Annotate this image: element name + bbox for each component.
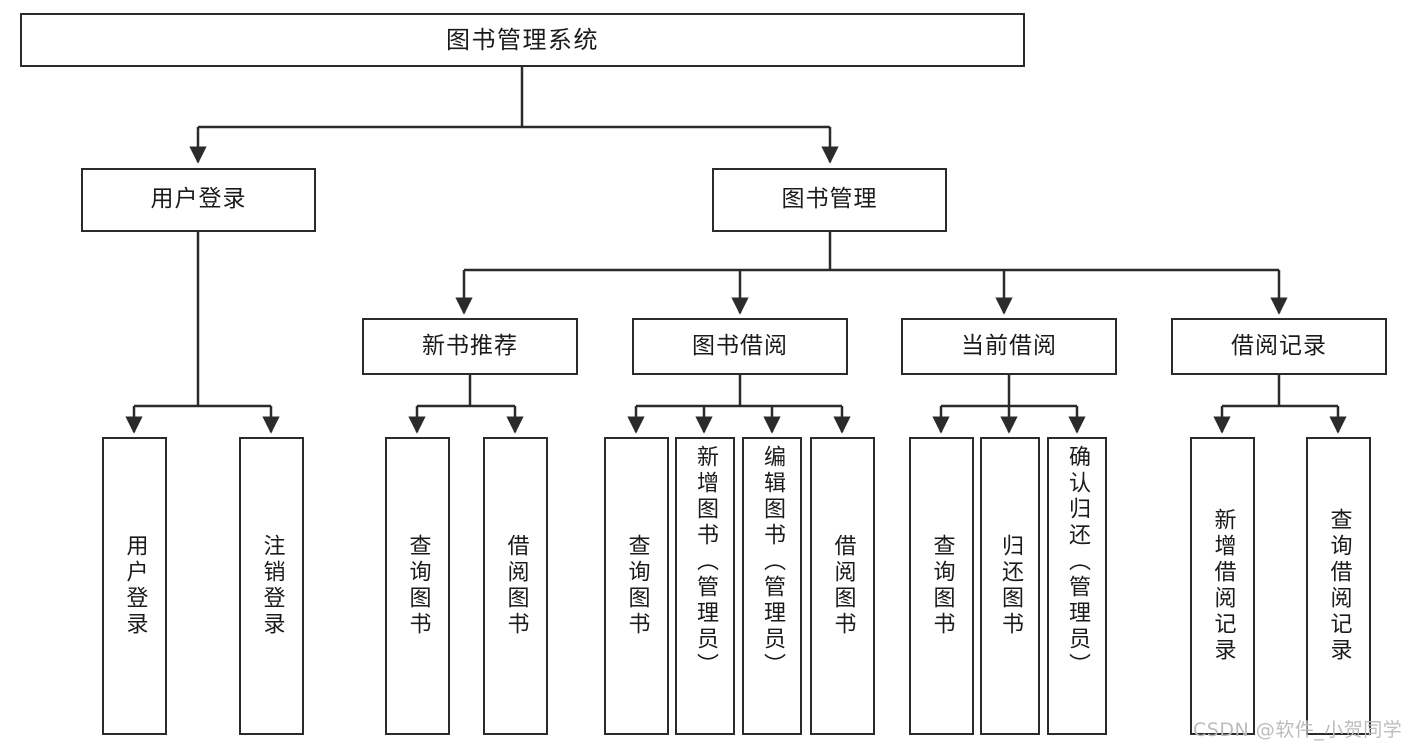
- leaf-borrow-query-book[interactable]: 查询图书: [604, 437, 669, 735]
- node-label: 新增借阅记录: [1210, 508, 1236, 664]
- node-label: 归还图书: [998, 534, 1023, 638]
- node-label: 借阅图书: [503, 534, 529, 638]
- node-root-system[interactable]: 图书管理系统: [20, 13, 1025, 67]
- leaf-borrow-borrow-book[interactable]: 借阅图书: [810, 437, 875, 735]
- leaf-recommend-query-book[interactable]: 查询图书: [385, 437, 450, 735]
- node-book-borrow[interactable]: 图书借阅: [632, 318, 848, 375]
- node-label: 编辑图书（管理员）: [760, 445, 785, 679]
- node-label: 确认归还（管理员）: [1065, 445, 1090, 679]
- leaf-records-add-record[interactable]: 新增借阅记录: [1190, 437, 1255, 735]
- node-book-management[interactable]: 图书管理: [712, 168, 947, 232]
- leaf-records-query-record[interactable]: 查询借阅记录: [1306, 437, 1371, 735]
- leaf-current-query-book[interactable]: 查询图书: [909, 437, 974, 735]
- node-label: 用户登录: [150, 186, 247, 213]
- node-label: 新书推荐: [422, 332, 518, 359]
- node-new-book-recommend[interactable]: 新书推荐: [362, 318, 578, 375]
- node-label: 查询图书: [624, 534, 650, 638]
- leaf-user-login-login[interactable]: 用户登录: [102, 437, 167, 735]
- leaf-current-confirm-return-admin[interactable]: 确认归还（管理员）: [1047, 437, 1107, 735]
- node-label: 图书管理: [781, 186, 878, 213]
- node-label: 图书借阅: [692, 332, 788, 359]
- node-label: 查询图书: [929, 534, 955, 638]
- node-current-borrow[interactable]: 当前借阅: [901, 318, 1117, 375]
- leaf-current-return-book[interactable]: 归还图书: [980, 437, 1040, 735]
- node-label: 借阅图书: [830, 534, 856, 638]
- node-label: 查询借阅记录: [1326, 508, 1352, 664]
- node-label: 用户登录: [122, 534, 148, 638]
- leaf-borrow-edit-book-admin[interactable]: 编辑图书（管理员）: [742, 437, 802, 735]
- node-label: 当前借阅: [961, 332, 1057, 359]
- node-label: 注销登录: [259, 534, 285, 638]
- csdn-watermark: CSDN @软件_小贺同学: [1193, 719, 1403, 741]
- node-label: 新增图书（管理员）: [693, 445, 718, 679]
- node-borrow-records[interactable]: 借阅记录: [1171, 318, 1387, 375]
- node-label: 借阅记录: [1231, 332, 1327, 359]
- node-label: 查询图书: [405, 534, 431, 638]
- leaf-user-login-logout[interactable]: 注销登录: [239, 437, 304, 735]
- node-label: 图书管理系统: [446, 25, 599, 54]
- leaf-recommend-borrow-book[interactable]: 借阅图书: [483, 437, 548, 735]
- leaf-borrow-add-book-admin[interactable]: 新增图书（管理员）: [675, 437, 735, 735]
- node-user-login[interactable]: 用户登录: [81, 168, 316, 232]
